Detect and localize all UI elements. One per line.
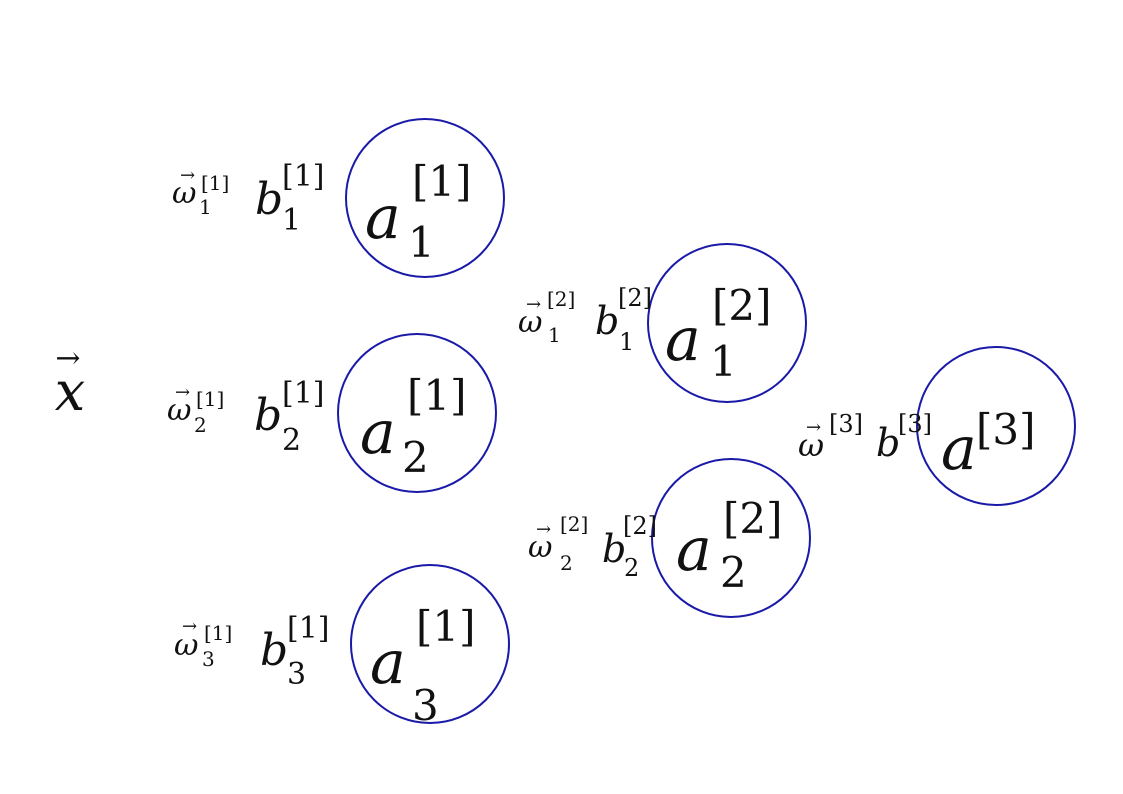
layer2-node-1-superscript: [2] <box>712 281 772 330</box>
layer1-node-2-subscript: 2 <box>402 433 429 482</box>
layer1-node-1-weight-subscript: 1 <box>199 195 212 219</box>
layer2-node-1-weight: ω <box>518 305 542 340</box>
layer2-node-2-bias-subscript: 2 <box>624 554 639 582</box>
layer2-node-1-weight-arrow: → <box>526 294 541 315</box>
layer3-node-1-weight-arrow: → <box>806 417 821 438</box>
layer1-node-3-subscript: 3 <box>412 681 439 730</box>
layer1-node-2-weight-arrow: → <box>175 382 190 403</box>
layer2-node-2-weight-superscript: [2] <box>560 512 588 536</box>
layer1-node-3-activation: a <box>370 628 406 698</box>
layer1-node-2-weight: ω <box>167 393 191 428</box>
layer1-node-3-weight-subscript: 3 <box>202 647 215 671</box>
layer2-node-2-bias: b <box>602 527 626 571</box>
layer1-node-3-weight-superscript: [1] <box>204 621 232 645</box>
layer2-node-2-weight: ω <box>528 530 552 565</box>
layer1-neuron-3: a [1] 3 → ω [1] 3 b [1] 3 <box>174 564 510 730</box>
layer2-node-1-bias-superscript: [2] <box>618 284 652 312</box>
layer1-node-3-bias-subscript: 3 <box>287 657 306 692</box>
layer2-node-2-subscript: 2 <box>720 548 747 597</box>
layer2-node-2-bias-superscript: [2] <box>623 512 657 540</box>
layer3-node-1-bias-superscript: [3] <box>898 410 932 438</box>
layer1-node-3-bias: b <box>260 625 288 676</box>
layer3-node-1-weight: ω <box>798 426 824 464</box>
layer3-node-1-weight-superscript: [3] <box>829 410 863 438</box>
layer3-neuron-1: a [3] → ω [3] b [3] <box>798 346 1076 506</box>
layer1-neuron-2: a [1] 2 → ω [1] 2 b [1] 2 <box>167 333 497 493</box>
layer2-node-1-circle <box>647 243 807 403</box>
layer1-neuron-1: a [1] 1 → ω [1] 1 b [1] 1 <box>172 118 505 278</box>
layer2-node-1-bias: b <box>595 299 619 343</box>
layer1-node-1-superscript: [1] <box>412 157 472 206</box>
layer2-node-1-bias-subscript: 1 <box>619 328 634 356</box>
layer1-node-3-circle <box>350 564 510 724</box>
layer1-node-1-circle <box>345 118 505 278</box>
layer1-node-1-weight: ω <box>172 176 196 211</box>
layer3-node-1-circle <box>916 346 1076 506</box>
layer2-node-1-weight-superscript: [2] <box>547 287 575 311</box>
layer1-node-3-bias-superscript: [1] <box>287 611 330 646</box>
layer1-node-2-weight-subscript: 2 <box>194 413 207 437</box>
layer1-node-2-weight-superscript: [1] <box>196 387 224 411</box>
layer2-node-2-superscript: [2] <box>723 494 783 543</box>
layer2-neuron-2: a [2] 2 → ω [2] 2 b [2] 2 <box>528 458 811 618</box>
input-x-vector: → x <box>55 341 85 423</box>
layer1-node-2-superscript: [1] <box>407 371 467 420</box>
layer2-node-2-circle <box>651 458 811 618</box>
layer2-node-1-activation: a <box>665 305 701 375</box>
layer1-node-3-weight-arrow: → <box>182 616 197 637</box>
layer1-node-1-bias-subscript: 1 <box>282 203 301 238</box>
layer2-node-2-weight-arrow: → <box>536 519 551 540</box>
layer1-node-2-bias-superscript: [1] <box>282 376 325 411</box>
layer3-node-1-activation: a <box>941 414 977 484</box>
layer1-node-1-activation: a <box>365 183 401 253</box>
layer2-node-2-weight-subscript: 2 <box>560 551 573 575</box>
layer1-node-2-activation: a <box>360 398 396 468</box>
layer1-node-2-bias-subscript: 2 <box>282 423 301 458</box>
layer1-node-1-bias-superscript: [1] <box>282 159 325 194</box>
layer2-node-1-weight-subscript: 1 <box>548 323 561 347</box>
layer1-node-2-bias: b <box>254 390 282 441</box>
layer1-node-1-bias: b <box>255 174 283 225</box>
layer2-node-1-subscript: 1 <box>710 337 737 386</box>
layer1-node-1-weight-arrow: → <box>180 165 195 186</box>
layer1-node-1-weight-superscript: [1] <box>201 171 229 195</box>
layer2-node-2-activation: a <box>676 515 712 585</box>
layer3-node-1-bias: b <box>876 421 900 465</box>
layer1-node-3-weight: ω <box>174 628 198 663</box>
input-symbol: x <box>55 360 85 423</box>
layer2-neuron-1: a [2] 1 → ω [2] 1 b [2] 1 <box>518 243 807 403</box>
layer1-node-3-superscript: [1] <box>416 602 476 651</box>
layer3-node-1-superscript: [3] <box>976 405 1036 454</box>
layer1-node-2-circle <box>337 333 497 493</box>
input-arrow: → <box>55 341 80 376</box>
layer1-node-1-subscript: 1 <box>408 218 435 267</box>
